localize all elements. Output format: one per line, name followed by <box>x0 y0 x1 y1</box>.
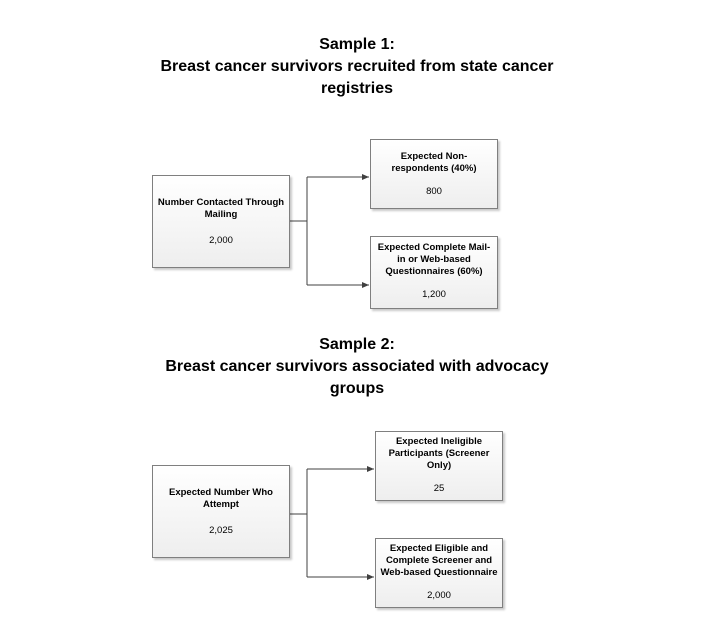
sample2-title: Sample 2: Breast cancer survivors associ… <box>92 334 622 400</box>
sample1-source-box: Number Contacted Through Mailing 2,000 <box>152 175 290 268</box>
sample2-heading: Sample 2: <box>319 336 395 353</box>
sample2-ineligible-value: 25 <box>433 483 445 494</box>
sample1-complete-value: 1,200 <box>422 289 446 300</box>
sample1-nonrespondents-value: 800 <box>426 186 442 197</box>
sample2-source-label: Expected Number Who Attempt <box>169 487 273 510</box>
sample2-eligible-box: Expected Eligible and Complete Screener … <box>375 538 503 608</box>
sample1-title: Sample 1: Breast cancer survivors recrui… <box>92 34 622 100</box>
sample1-heading: Sample 1: <box>319 36 395 53</box>
sample2-ineligible-label: Expected Ineligible Participants (Screen… <box>388 436 490 471</box>
sample1-source-value: 2,000 <box>209 235 233 246</box>
sample1-source-label: Number Contacted Through Mailing <box>157 197 285 220</box>
sample1-nonrespondents-box: Expected Non-respondents (40%) 800 <box>370 139 498 209</box>
sample1-subtitle-line2: registries <box>320 80 394 97</box>
sample2-source-value: 2,025 <box>209 525 233 536</box>
sample1-nonrespondents-label: Expected Non-respondents (40%) <box>391 151 477 174</box>
sample2-ineligible-box: Expected Ineligible Participants (Screen… <box>375 431 503 501</box>
sample1-complete-box: Expected Complete Mail-in or Web-based Q… <box>370 236 498 309</box>
sample2-subtitle-line2: groups <box>329 380 385 397</box>
sample1-complete-label: Expected Complete Mail-in or Web-based Q… <box>377 242 491 277</box>
sample2-subtitle-line1: Breast cancer survivors associated with … <box>165 358 549 375</box>
sample2-eligible-label: Expected Eligible and Complete Screener … <box>380 543 498 578</box>
sample1-subtitle-line1: Breast cancer survivors recruited from s… <box>160 58 554 75</box>
sample2-source-box: Expected Number Who Attempt 2,025 <box>152 465 290 558</box>
sample2-eligible-value: 2,000 <box>427 590 451 601</box>
